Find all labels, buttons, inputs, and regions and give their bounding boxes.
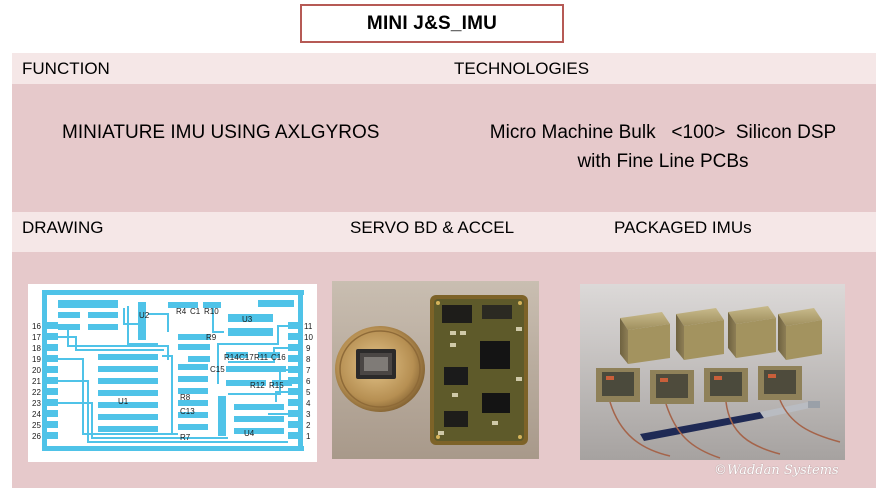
pcb-component-label: U3 [242,315,253,324]
pcb-pin-label: 8 [306,355,311,364]
technologies-text: Micro Machine Bulk <100> Silicon DSP wit… [448,122,878,173]
function-text: MINIATURE IMU USING AXLGYROS [62,122,380,143]
pcb-pin-label: 3 [306,410,311,419]
pcb-component-label: R11 [254,353,269,362]
pcb-pin-label: 20 [32,366,41,375]
pcb-pin-label: 2 [306,421,311,430]
pcb-pin-label: 21 [32,377,41,386]
pcb-drawing-image: 16 17 18 19 20 21 22 23 24 25 26 11 10 9… [28,284,317,462]
pcb-component-label: R9 [206,333,217,342]
pcb-component-label: R7 [180,433,191,442]
servo-board-photo [332,281,539,459]
pcb-component-label: R8 [180,393,191,402]
pcb-pin-label: 18 [32,344,41,353]
pcb-component-label: C1 [190,307,201,316]
header-band-top [12,53,876,84]
packaged-imus-photo [580,284,845,460]
packaged-imus-photo-svg [580,284,845,460]
technologies-line-1: Micro Machine Bulk <100> Silicon DSP [489,122,837,143]
pcb-component-label: R12 [250,381,265,390]
pcb-component-label: R10 [204,307,219,316]
pcb-pin-label: 24 [32,410,41,419]
pcb-component-label: C17 [239,353,254,362]
servo-board-photo-svg [332,281,539,459]
pcb-component-label: U4 [244,429,255,438]
pcb-component-label: C15 [210,365,225,374]
technologies-label: TECHNOLOGIES [454,59,590,78]
drawing-label: DRAWING [22,218,104,237]
pcb-component-label: R14 [224,353,239,362]
content-band-top [12,84,876,212]
packaged-label: PACKAGED IMUs [614,218,752,237]
technologies-line-2: with Fine Line PCBs [577,151,749,172]
servo-label: SERVO BD & ACCEL [350,218,515,237]
pcb-pin-label: 10 [304,333,313,342]
pcb-pin-label: 9 [306,344,311,353]
pcb-pin-label: 26 [32,432,41,441]
pcb-component-label: C16 [271,353,286,362]
pcb-pin-label: 6 [306,377,311,386]
pcb-pin-label: 5 [306,388,311,397]
pcb-component-label: R4 [176,307,187,316]
pcb-pin-label: 11 [304,322,313,331]
pcb-component-label: U1 [118,397,129,406]
pcb-pin-label: 22 [32,388,41,397]
function-label: FUNCTION [22,59,110,78]
pcb-pin-label: 4 [306,399,311,408]
page-title: MINI J&S_IMU [366,12,498,34]
pcb-pin-label: 23 [32,399,41,408]
pcb-pin-label: 16 [32,322,41,331]
pcb-layout-svg: 16 17 18 19 20 21 22 23 24 25 26 11 10 9… [32,290,313,451]
pcb-pin-label: 1 [306,432,311,441]
header-band-bottom [12,212,876,252]
title-box: MINI J&S_IMU [300,4,564,43]
pcb-pin-label: 7 [306,366,311,375]
watermark-text: ©Waddan Systems [714,463,839,478]
pcb-component-label: C13 [180,407,195,416]
pcb-pin-label: 19 [32,355,41,364]
pcb-component-label: R15 [269,381,284,390]
pcb-pin-label: 25 [32,421,41,430]
pcb-component-label: U2 [139,311,150,320]
pcb-pin-label: 17 [32,333,41,342]
